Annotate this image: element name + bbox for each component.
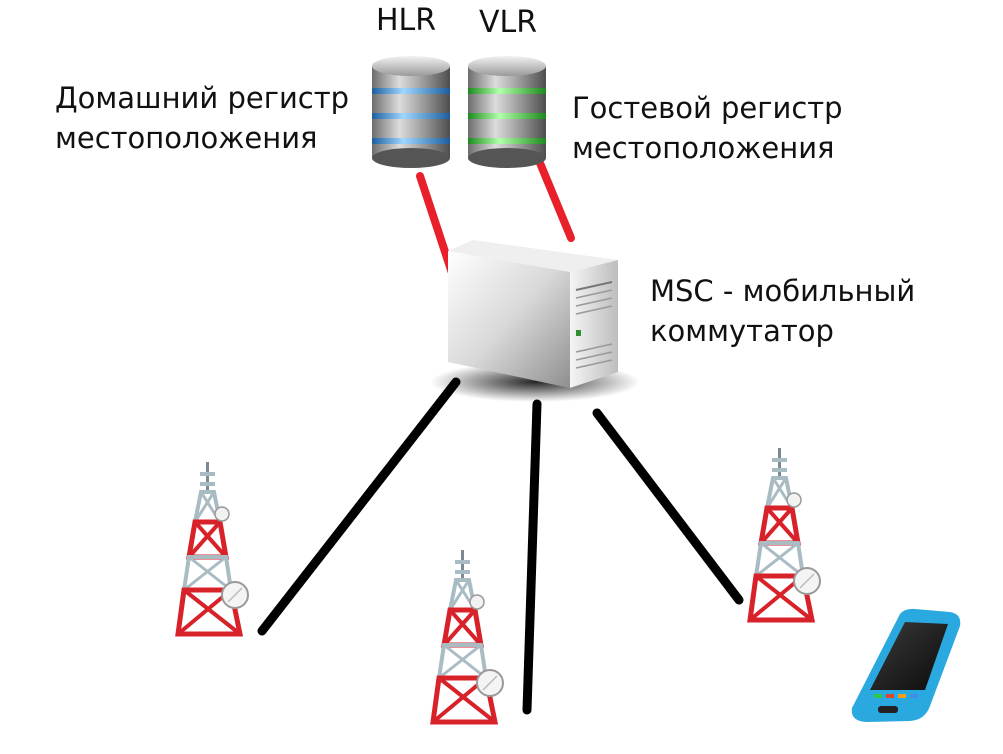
tower-left-link-line	[257, 377, 461, 636]
hlr-title: HLR	[376, 3, 437, 38]
vlr-database-icon	[468, 56, 546, 168]
cell-tower-icon	[430, 550, 504, 725]
hlr-link-line	[416, 172, 457, 280]
hlr-description: Домашний регистр местоположения	[55, 81, 350, 155]
cell-tower-icon	[747, 448, 821, 623]
vlr-title: VLR	[479, 5, 538, 40]
msc-description: MSC - мобильный коммутатор	[650, 274, 916, 348]
cell-tower-icon	[175, 462, 249, 637]
tower-right-link-line	[592, 408, 744, 605]
tower-center-link-line	[522, 399, 542, 715]
vlr-description: Гостевой регистр местоположения	[572, 91, 843, 165]
msc-server-icon	[430, 240, 640, 402]
vlr-link-line	[536, 159, 575, 242]
mobile-phone-icon	[851, 608, 961, 722]
hlr-database-icon	[372, 56, 450, 168]
